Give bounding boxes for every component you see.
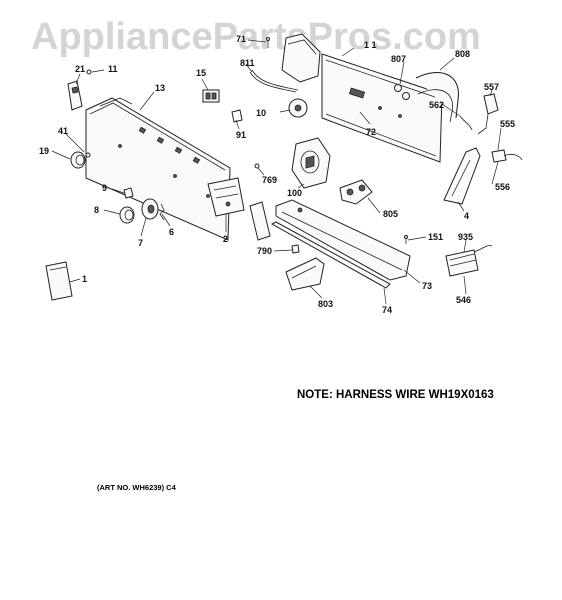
part-4-side-bracket: [443, 147, 481, 205]
part-9-button: [123, 187, 134, 199]
callout-562: 562: [429, 100, 444, 110]
callout-2: 2: [223, 234, 228, 244]
callout-9: 9: [102, 183, 107, 193]
callout-11: 11: [108, 64, 118, 74]
part-21-switch-strip: [67, 80, 83, 111]
callout-7: 7: [138, 238, 143, 248]
part-1-literature: [45, 261, 73, 301]
callout-935: 935: [458, 232, 473, 242]
part-91-switch: [231, 109, 243, 123]
part-790-clip: [291, 244, 300, 254]
part-73-lower-rail: [275, 199, 411, 281]
callout-8: 8: [94, 205, 99, 215]
part-bracket: [281, 33, 321, 83]
part-811-hose: [249, 69, 299, 93]
callout-555: 555: [500, 119, 515, 129]
part-13-console-panel: [85, 97, 231, 241]
part-2-control-board: [207, 177, 245, 217]
part-805-water-valve: [339, 179, 373, 205]
callout-19: 19: [39, 146, 49, 156]
callout-labels: 21 11 13 41 19 9 8 7 6 2 15 71 811 1 1 1…: [39, 34, 515, 315]
part-10-pressure-switch: [288, 98, 308, 118]
part-7-timer-dial: [141, 198, 159, 220]
callout-805: 805: [383, 209, 398, 219]
callout-41: 41: [58, 126, 68, 136]
part-19-knob: [70, 151, 86, 169]
art-number: (ART NO. WH6239) C4: [97, 483, 177, 492]
callout-803: 803: [318, 299, 333, 309]
part-562-wire: [459, 115, 473, 131]
callout-1-1: 1 1: [364, 40, 377, 50]
callout-811: 811: [240, 58, 255, 68]
callout-10: 10: [256, 108, 266, 118]
part-100-assembly: [291, 137, 331, 189]
part-11-screw: [86, 69, 92, 75]
callout-71: 71: [236, 34, 246, 44]
callout-100: 100: [287, 188, 302, 198]
callout-808: 808: [455, 49, 470, 59]
part-15-switch: [202, 89, 220, 103]
watermark-text: AppliancePartsPros.com: [31, 16, 481, 58]
callout-13: 13: [155, 83, 165, 93]
part-8-knob: [119, 206, 135, 224]
part-6-spring: [159, 203, 165, 221]
leader-lines: [51, 39, 502, 305]
part-546-harness: [445, 245, 493, 277]
part-switch-strip-right: [249, 201, 271, 241]
callout-91: 91: [236, 130, 246, 140]
callout-6: 6: [169, 227, 174, 237]
callout-21: 21: [75, 64, 85, 74]
part-807-fittings: [394, 84, 410, 100]
callout-151: 151: [428, 232, 443, 242]
callout-546: 546: [456, 295, 471, 305]
part-151-screw: [404, 235, 408, 244]
callout-807: 807: [391, 54, 406, 64]
callout-72: 72: [366, 127, 376, 137]
callout-73: 73: [422, 281, 432, 291]
part-72-back-panel: [321, 53, 443, 163]
callout-790: 790: [257, 246, 272, 256]
part-556-connector: [491, 149, 523, 163]
callout-1: 1: [82, 274, 87, 284]
callout-74: 74: [382, 305, 392, 315]
harness-note: NOTE: HARNESS WIRE WH19X0163: [297, 389, 494, 401]
callout-4: 4: [464, 211, 469, 221]
part-71-screw: [266, 37, 270, 48]
callout-557: 557: [484, 82, 499, 92]
part-808-inlet-hoses: [415, 72, 459, 123]
part-41-clip: [85, 152, 91, 158]
part-74-trim-strip: [270, 221, 391, 289]
part-803-dispenser: [285, 257, 325, 291]
callout-769: 769: [262, 175, 277, 185]
callout-556: 556: [495, 182, 510, 192]
callout-15: 15: [196, 68, 206, 78]
part-557-sensor: [477, 93, 499, 135]
part-769-clip: [254, 163, 260, 169]
